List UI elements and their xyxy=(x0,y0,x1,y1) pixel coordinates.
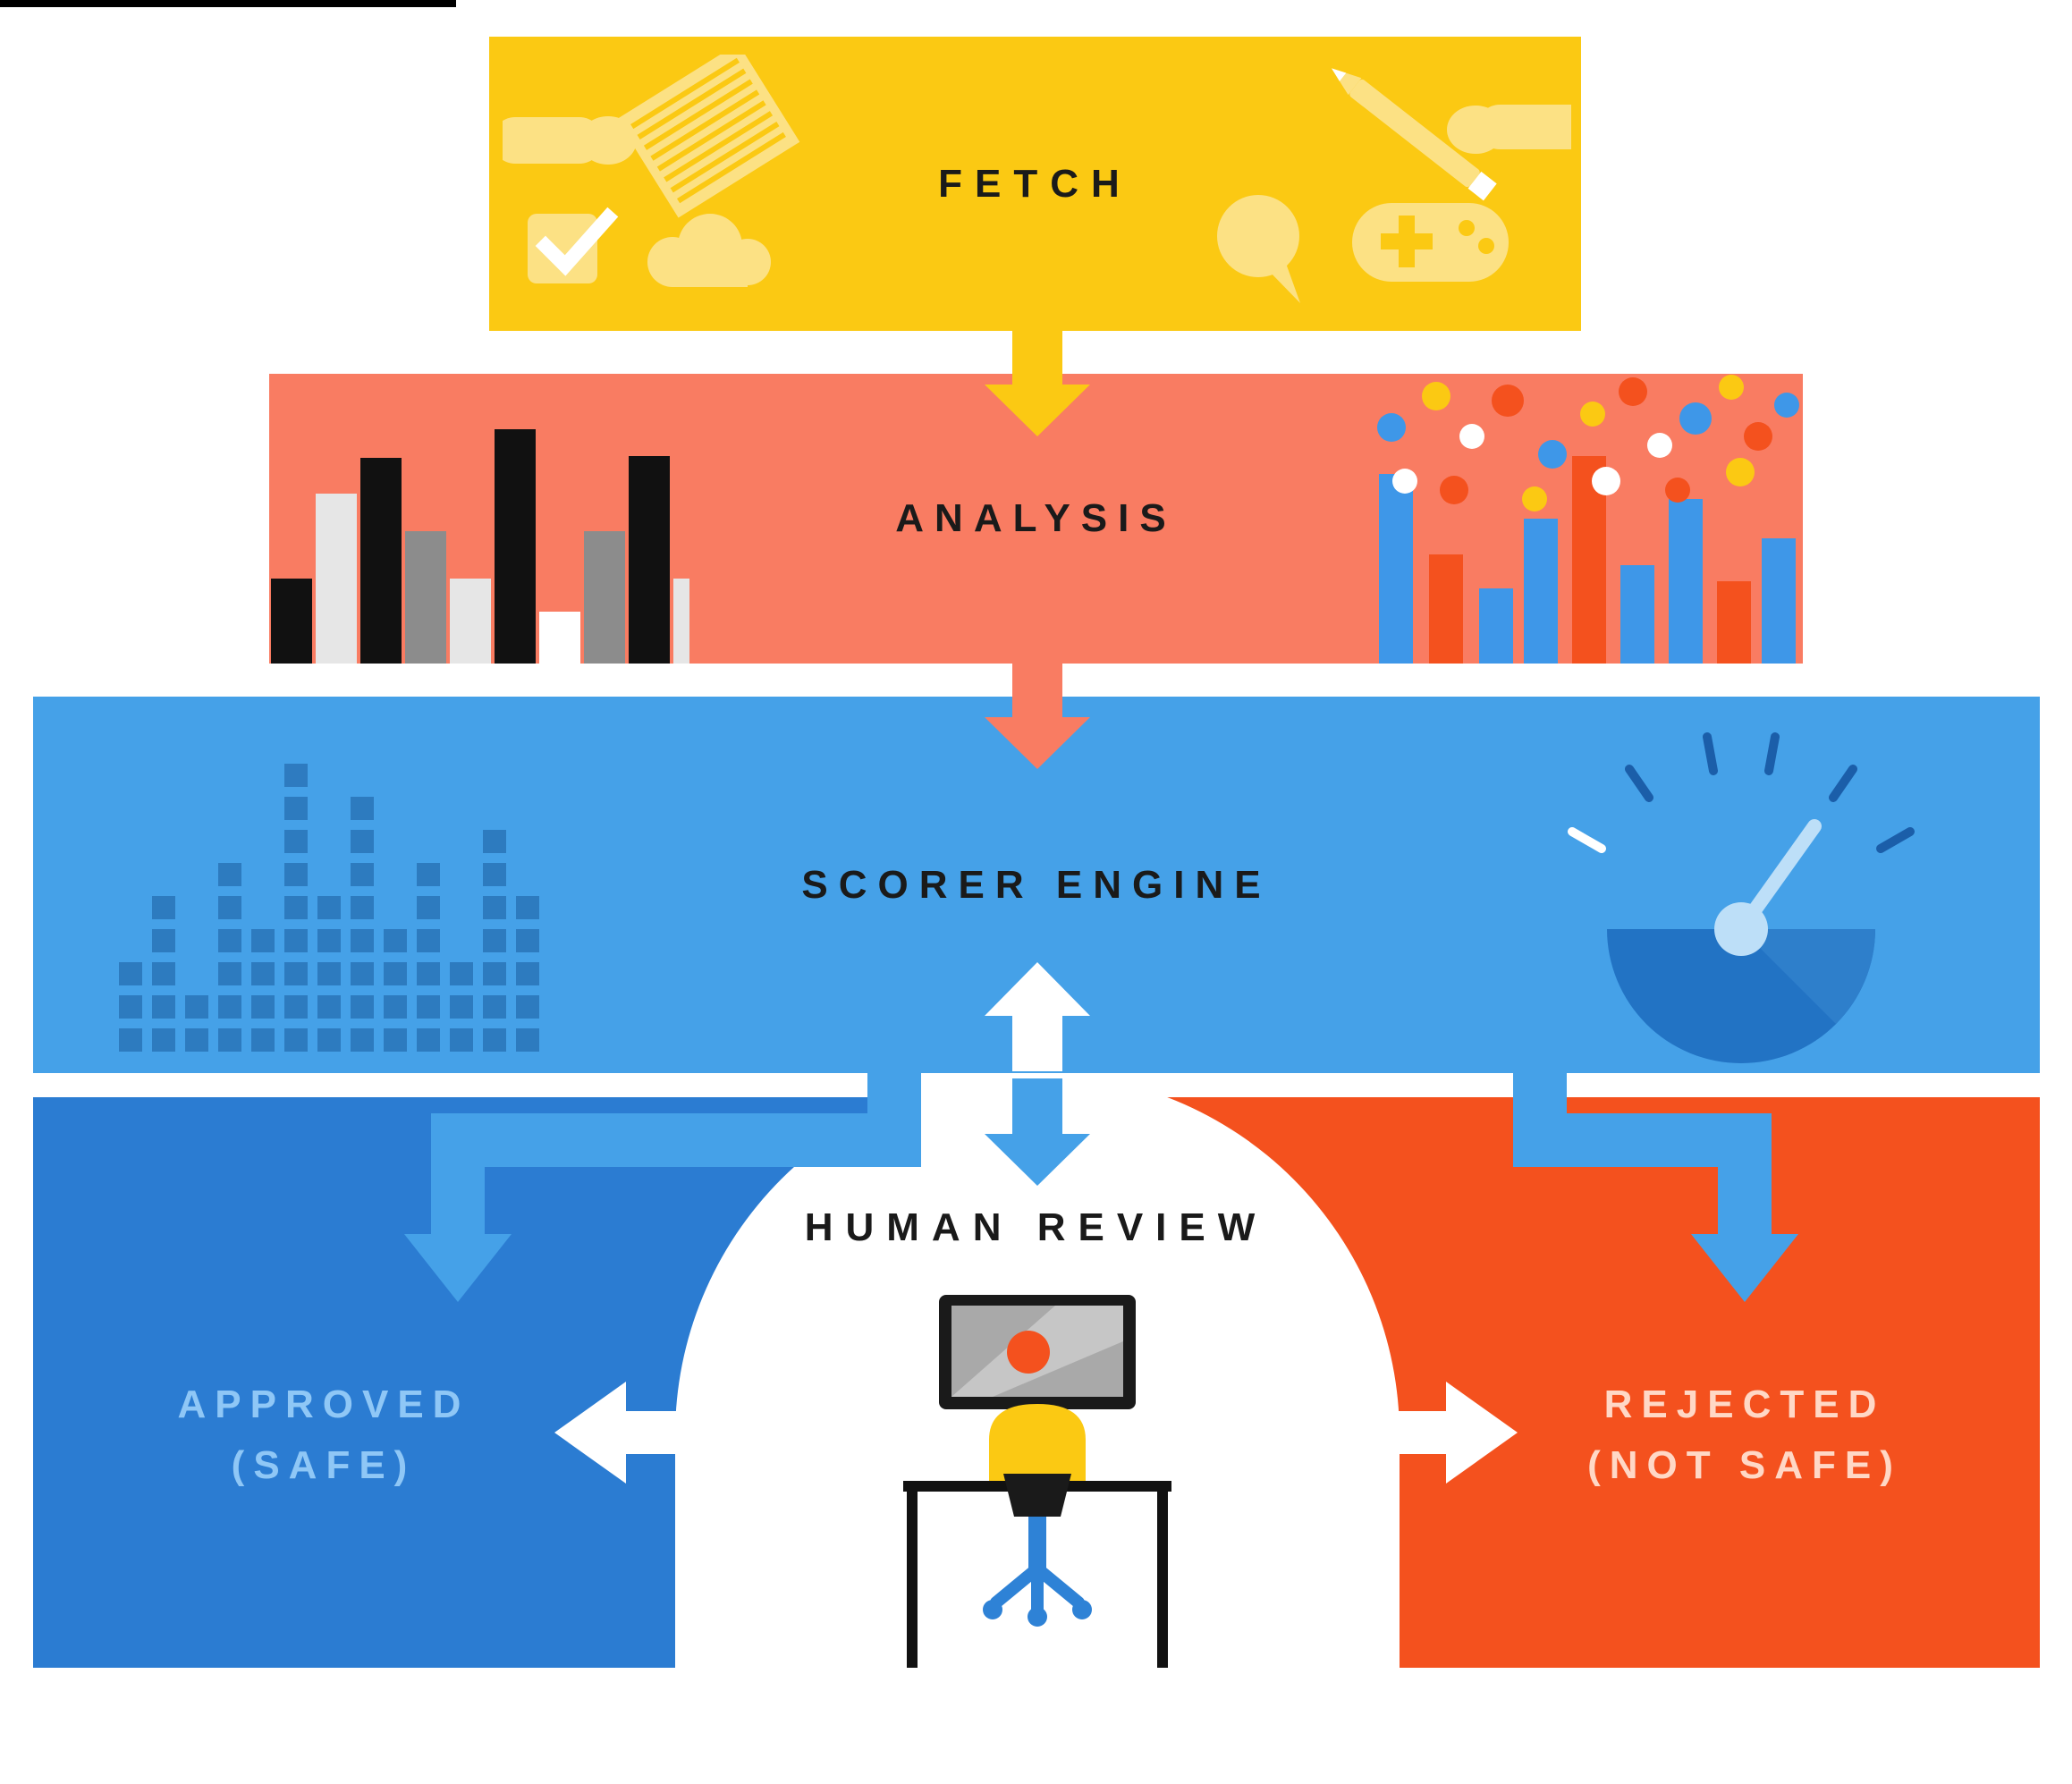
rejected-label-line1: REJECTED xyxy=(1603,1382,1886,1426)
bar-chart-dots-icon xyxy=(1377,375,1799,664)
scorer-to-rejected-pipe-arrow xyxy=(1513,1071,1798,1302)
scorer-stage-label: SCORER ENGINE xyxy=(801,862,1272,907)
fetch-source-icons-left xyxy=(503,55,800,287)
fetch-stage-band: FETCH xyxy=(489,37,1581,331)
checkbox-icon xyxy=(528,207,619,283)
equalizer-squares-icon xyxy=(119,754,549,1052)
monitor-icon xyxy=(939,1295,1136,1409)
review-to-scorer-up-arrow xyxy=(985,962,1090,1071)
reviewer-at-desk-icon xyxy=(903,1295,1171,1668)
writing-hand-icon xyxy=(1332,68,1571,201)
analysis-stage-label: ANALYSIS xyxy=(895,496,1177,540)
approved-label-line2: (SAFE) xyxy=(231,1443,417,1488)
scorer-to-approved-pipe-arrow xyxy=(404,1071,921,1302)
human-review-label: HUMAN REVIEW xyxy=(804,1205,1268,1249)
gauge-icon xyxy=(1568,732,1915,1063)
gamepad-icon xyxy=(1352,203,1509,282)
office-chair-icon xyxy=(983,1517,1092,1627)
approved-label: APPROVED (SAFE) xyxy=(33,1374,614,1496)
top-border-fragment xyxy=(0,0,456,7)
rejected-label: REJECTED (NOT SAFE) xyxy=(1450,1374,2040,1496)
speech-bubble-icon xyxy=(1217,195,1300,303)
rejected-label-line2: (NOT SAFE) xyxy=(1587,1443,1902,1488)
cloud-icon xyxy=(647,214,771,287)
approved-label-line1: APPROVED xyxy=(177,1382,470,1426)
scorer-to-review-down-arrow xyxy=(985,1078,1090,1186)
review-to-approved-arrow xyxy=(554,1382,684,1484)
fetch-source-icons-right xyxy=(1217,68,1571,303)
review-to-rejected-arrow xyxy=(1388,1382,1518,1484)
fetch-to-analysis-arrow xyxy=(985,329,1090,436)
reviewer-person-icon xyxy=(989,1404,1086,1517)
bar-chart-mono-icon xyxy=(271,429,689,664)
fetch-stage-label: FETCH xyxy=(938,161,1132,206)
hand-document-icon xyxy=(503,55,800,218)
analysis-to-scorer-arrow xyxy=(985,662,1090,769)
flagged-content-dot xyxy=(1007,1331,1050,1374)
